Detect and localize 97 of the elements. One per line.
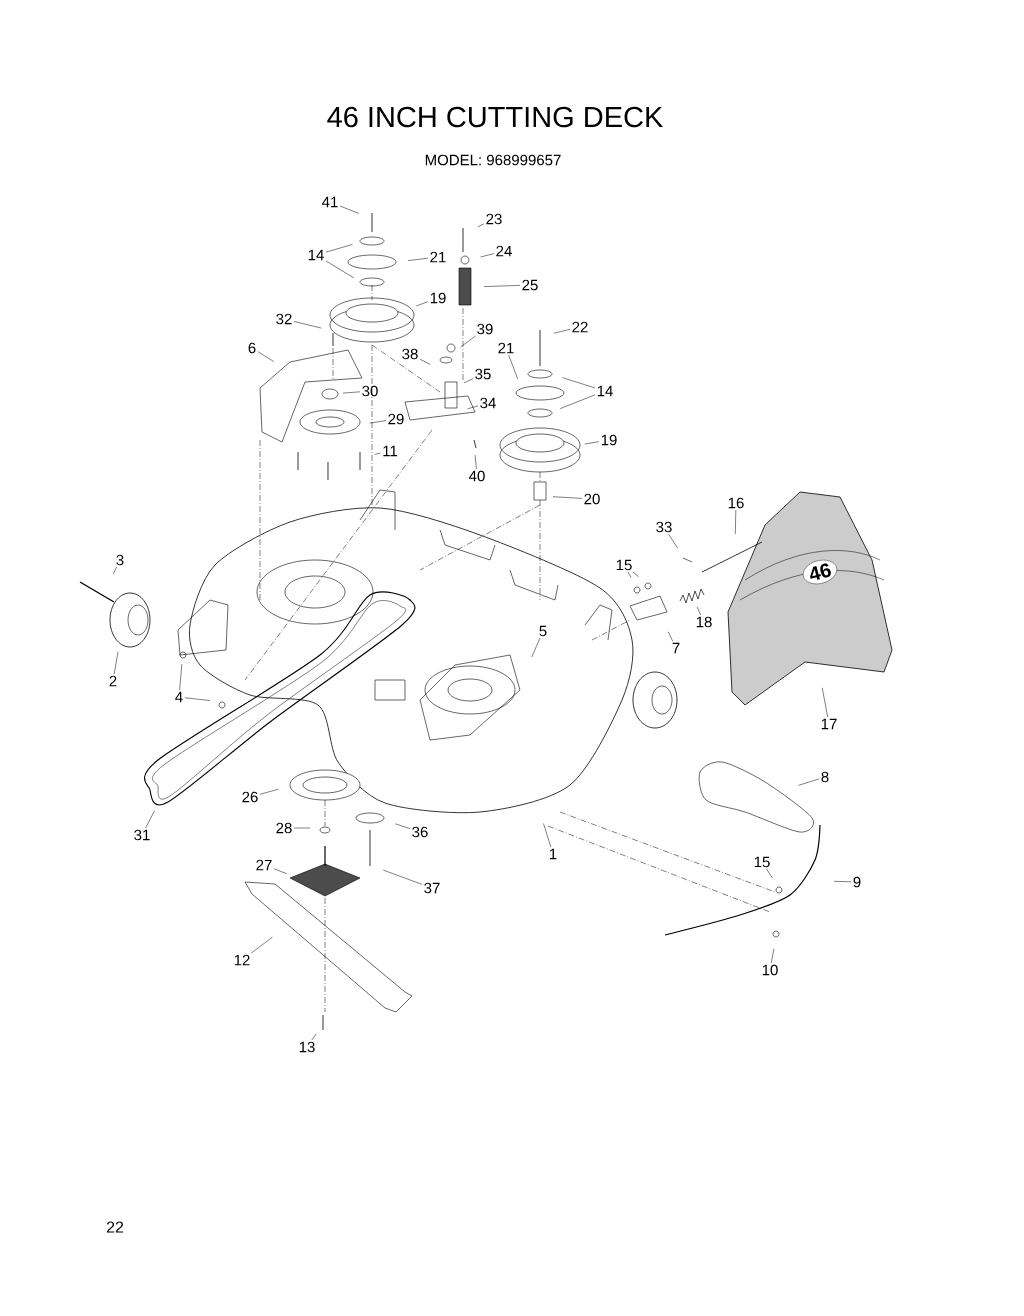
callout-number: 41 (322, 196, 338, 208)
leader-line (562, 377, 596, 389)
callout-number: 21 (498, 342, 514, 354)
leader-line (668, 533, 678, 549)
model-number: MODEL: 968999657 (425, 154, 561, 166)
leader-line (696, 606, 701, 616)
callout-number: 26 (242, 791, 258, 803)
leader-line (559, 394, 596, 409)
callout-number: 36 (412, 826, 428, 838)
leader-line (480, 253, 495, 258)
leader-line (821, 687, 828, 718)
callout-number: 29 (388, 413, 404, 425)
callout-number: 19 (430, 292, 446, 304)
leader-line (113, 651, 119, 675)
callout-number: 27 (256, 859, 272, 871)
callout-number: 34 (480, 397, 496, 409)
callout-number: 4 (175, 691, 183, 703)
leader-line (293, 827, 311, 829)
callout-number: 7 (672, 642, 680, 654)
leader-line (766, 868, 773, 879)
leader-line (627, 571, 632, 578)
callout-number: 40 (469, 470, 485, 482)
leader-line (112, 566, 117, 575)
leader-line (460, 335, 476, 348)
callout-number: 22 (572, 321, 588, 333)
callout-number: 35 (475, 368, 491, 380)
callout-number: 11 (383, 445, 398, 457)
leader-line (531, 637, 541, 658)
leader-line (584, 441, 600, 445)
leader-line (416, 301, 429, 307)
callout-number: 1 (549, 848, 557, 860)
callout-number: 37 (424, 882, 440, 894)
callout-number: 25 (522, 279, 538, 291)
leader-line (257, 351, 275, 362)
leader-line (467, 405, 479, 410)
callout-number: 30 (362, 385, 378, 397)
leader-line (311, 1033, 317, 1041)
leader-line (552, 496, 583, 499)
leader-line (293, 321, 322, 329)
callout-number: 24 (496, 245, 512, 257)
callout-number: 12 (234, 954, 250, 966)
leader-line (477, 223, 485, 228)
leader-line (251, 936, 273, 954)
leader-line (833, 881, 852, 883)
leader-line (474, 454, 477, 470)
callout-number: 5 (539, 625, 547, 637)
leader-line (369, 420, 387, 424)
leader-line (395, 823, 411, 829)
callout-number: 2 (109, 675, 117, 687)
callout-number: 20 (584, 493, 600, 505)
leader-line (463, 378, 474, 384)
leader-line (483, 285, 521, 287)
callout-number: 38 (402, 348, 418, 360)
callout-number: 15 (616, 559, 632, 571)
leader-line (184, 697, 211, 701)
leader-line (632, 571, 639, 577)
leader-line (543, 823, 552, 848)
callout-number: 28 (276, 822, 292, 834)
callout-number: 31 (134, 829, 150, 841)
leader-line (179, 663, 183, 691)
callout-number: 14 (308, 249, 324, 261)
leader-line (553, 329, 571, 334)
title: 46 INCH CUTTING DECK (327, 106, 663, 128)
callout-number: 9 (853, 876, 861, 888)
leader-line (771, 948, 775, 964)
callout-number: 3 (116, 554, 124, 566)
callout-number: 8 (821, 771, 829, 783)
callout-number: 21 (430, 251, 446, 263)
callout-number: 16 (728, 497, 744, 509)
callout-number: 32 (276, 313, 292, 325)
leader-line (667, 631, 673, 642)
leader-line (339, 205, 360, 214)
page-number: 22 (106, 1221, 124, 1233)
callout-number: 14 (597, 385, 613, 397)
leader-line (407, 257, 429, 261)
callout-number: 33 (656, 521, 672, 533)
leader-line (145, 810, 155, 829)
leader-line (798, 778, 820, 786)
leader-line (735, 509, 737, 535)
leader-line (325, 244, 353, 253)
leader-line (419, 358, 431, 365)
callout-number: 13 (299, 1041, 315, 1053)
leader-line (259, 788, 279, 795)
callout-number: 19 (601, 434, 617, 446)
leader-line (508, 354, 518, 380)
leader-line (325, 260, 354, 279)
callout-number: 6 (248, 342, 256, 354)
callout-number: 39 (477, 323, 493, 335)
leader-line (273, 868, 288, 874)
callout-number: 15 (754, 856, 770, 868)
callout-number: 10 (762, 964, 778, 976)
callout-number: 23 (486, 213, 502, 225)
leader-line (342, 391, 361, 394)
leader-line (383, 869, 423, 885)
leader-line (374, 452, 381, 455)
callout-number: 18 (696, 616, 712, 628)
callout-number: 17 (821, 718, 837, 730)
